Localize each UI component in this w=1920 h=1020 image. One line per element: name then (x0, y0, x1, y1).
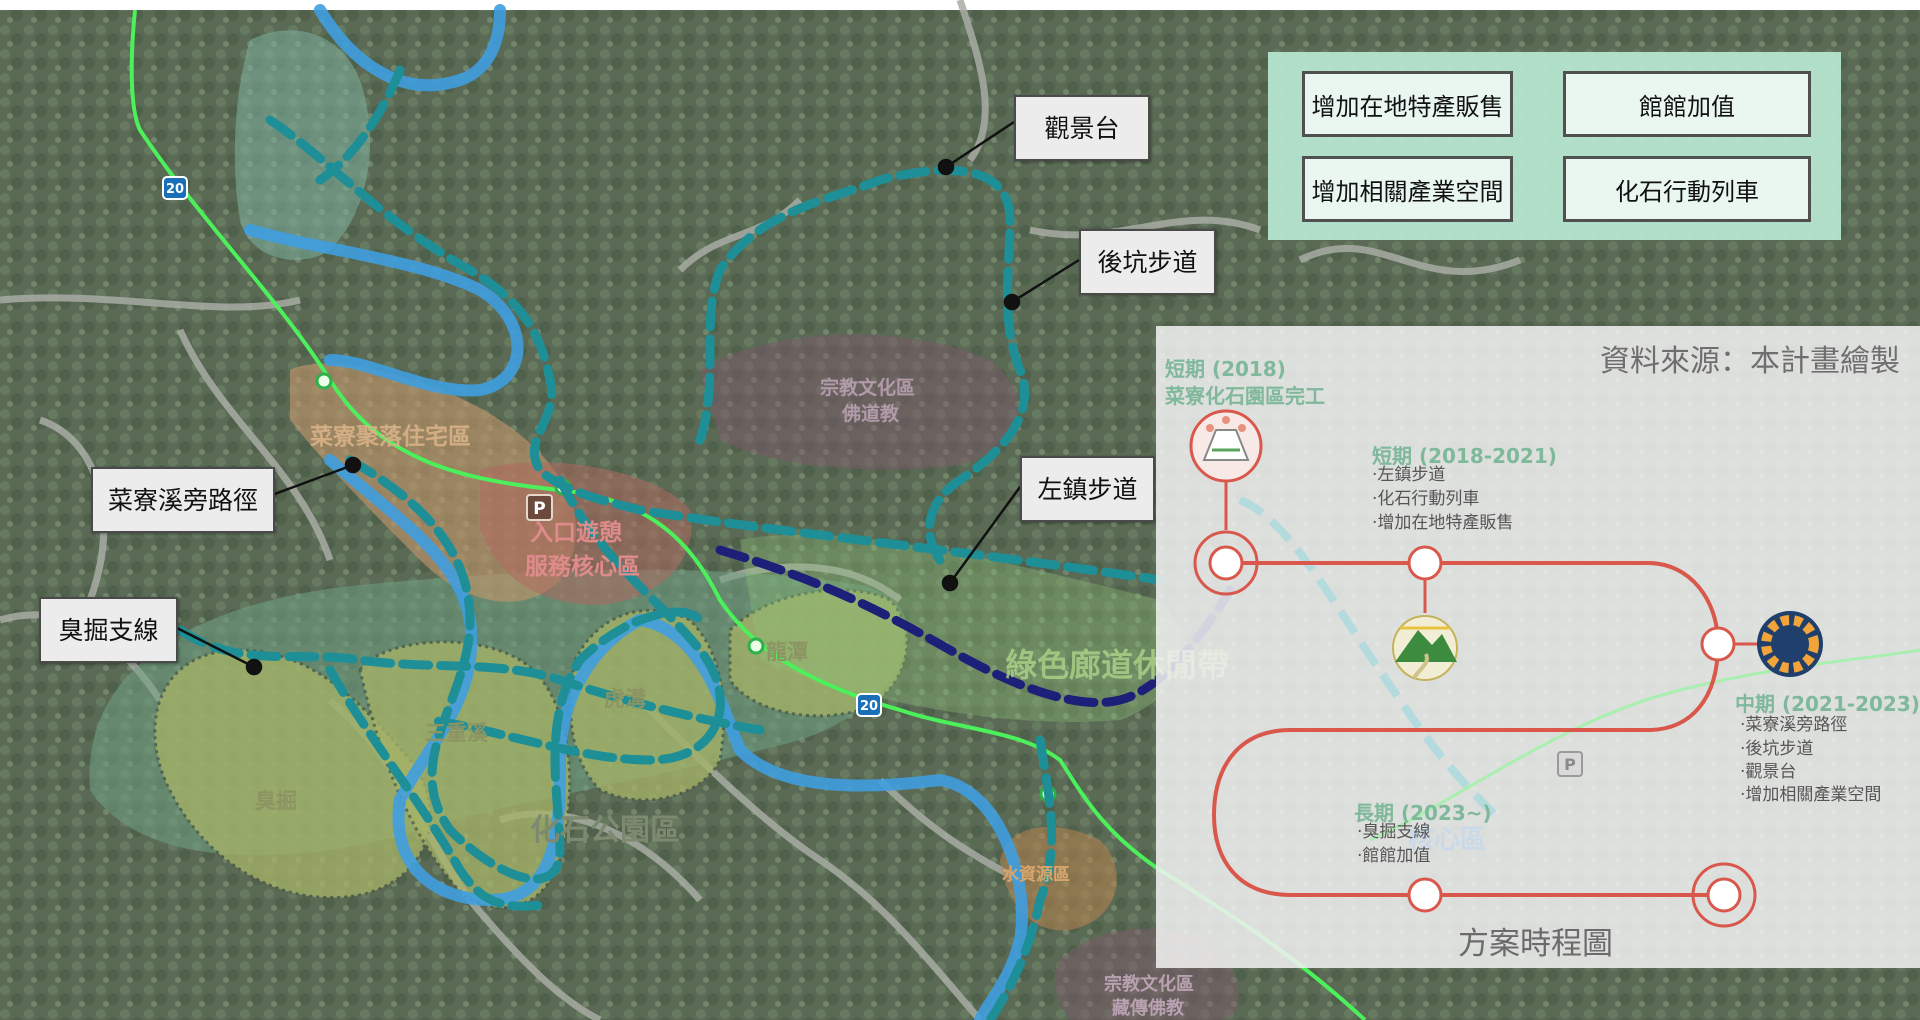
main-road (129, 9, 1367, 1020)
phase-title: 短期 (2018-2021) (1372, 444, 1557, 468)
callout-caoliaoxi-path: 菜寮溪旁路徑 (91, 467, 275, 533)
religion-north-zone (700, 334, 1019, 470)
legend-item-fossil-train: 化石行動列車 (1563, 156, 1811, 222)
area-label-settlement: 菜寮聚落住宅區 (309, 423, 471, 450)
area-label-reservoir: 水資源區 (1002, 864, 1070, 885)
phase-item: ‧觀景台 (1740, 762, 1797, 782)
trail-east-west (265, 115, 1165, 585)
callout-pointers (174, 120, 1080, 676)
phase-title: 長期 (2023~) (1354, 801, 1492, 825)
source-note: 資料來源：本計畫繪製 (1600, 344, 1900, 379)
trail-south-spur (325, 665, 545, 911)
phase-item: ‧左鎮步道 (1372, 465, 1446, 485)
trail-choujue (175, 625, 765, 735)
area-label-religion-north-sub: 佛道教 (841, 402, 900, 425)
area-label-hugou: 虎溝 (604, 687, 646, 711)
reservoir-zone (1000, 826, 1117, 931)
area-label-religion-south: 宗教文化區 (1104, 973, 1194, 995)
callout-zuozhen-trail: 左鎮步道 (1020, 456, 1155, 522)
area-label-entrance: 入口遊憩 (530, 519, 622, 546)
trail-caoliaoxi (345, 455, 705, 884)
area-label-longtan: 龍潭 (766, 640, 808, 664)
trail-north-spur (315, 65, 405, 185)
trail-houkeng (695, 165, 1030, 565)
road-node (315, 372, 333, 390)
parking-marker: P (526, 494, 553, 521)
road-badge-bottom: 20 (856, 693, 882, 717)
green-belt-zone (740, 534, 1181, 722)
timeline-node-start-ring (1193, 530, 1259, 596)
timeline-path (1211, 561, 1726, 897)
river-north (314, 4, 506, 92)
area-label-entrance-sub: 服務核心區 (525, 553, 640, 580)
phase-item: ‧增加在地特產販售 (1372, 513, 1514, 533)
timeline-node-long (1407, 877, 1443, 913)
timeline-underlay-road (1369, 648, 1920, 842)
timeline-node-end (1706, 877, 1742, 913)
timeline-underlay-trail (1238, 496, 1503, 823)
rivers (244, 4, 1028, 1020)
longtan-zone (728, 588, 909, 718)
timeline-underlay-label: 核心區 (1408, 824, 1486, 855)
callout-houkeng-trail: 後坑步道 (1079, 229, 1216, 295)
phase-item: ‧化石行動列車 (1372, 489, 1480, 509)
parking-label: P (533, 499, 545, 519)
trail-south (985, 735, 1056, 1020)
phase-item: ‧館館加值 (1357, 846, 1431, 866)
timeline-parking-label: P (1564, 755, 1576, 774)
road-badge-label: 20 (860, 699, 878, 714)
phase-item: ‧菜寮溪旁路徑 (1740, 715, 1848, 735)
phase-subtitle: 菜寮化石園區完工 (1165, 384, 1325, 408)
phase-item: ‧增加相關產業空間 (1740, 785, 1882, 805)
area-label-sanchongxi: 三重溪 (425, 721, 489, 745)
mountain-trail-icon (1392, 615, 1458, 681)
callout-observation-deck: 觀景台 (1014, 95, 1150, 161)
phase-item: ‧後坑步道 (1740, 739, 1814, 759)
phase-title: 中期 (2021-2023) (1735, 692, 1920, 716)
timeline-node-start (1208, 545, 1244, 581)
callout-choujue-branch: 臭掘支線 (39, 597, 178, 663)
timeline-nodes (1193, 530, 1757, 928)
river-caoliao (324, 454, 1028, 1020)
road-badge-label: 20 (166, 182, 184, 197)
river-loop (244, 224, 524, 397)
timeline-parking-marker: P (1557, 751, 1583, 777)
area-label-choujue: 臭掘 (255, 789, 297, 813)
area-label-religion-north: 宗教文化區 (820, 376, 915, 399)
road-badge-top: 20 (162, 176, 188, 200)
road-node (747, 637, 765, 655)
timeline-node-mid (1700, 626, 1736, 662)
timeline-node-end-ring (1691, 862, 1757, 928)
timeline-title: 方案時程圖 (1458, 926, 1613, 962)
legend-item-museum-value: 館館加值 (1563, 71, 1811, 137)
legend-item-local-products: 增加在地特產販售 (1302, 71, 1513, 137)
phase-item: ‧臭掘支線 (1357, 822, 1431, 842)
timeline-node-short (1407, 545, 1443, 581)
area-label-religion-south-sub: 藏傳佛教 (1112, 997, 1185, 1019)
gear-badge-icon (1757, 611, 1823, 677)
legend-item-industry-space: 增加相關產業空間 (1302, 156, 1513, 222)
existing-trails (175, 65, 1165, 1020)
phase-title: 短期 (2018) (1165, 357, 1286, 381)
area-label-fossil-park: 化石公園區 (530, 813, 680, 848)
museum-icon (1189, 409, 1263, 483)
